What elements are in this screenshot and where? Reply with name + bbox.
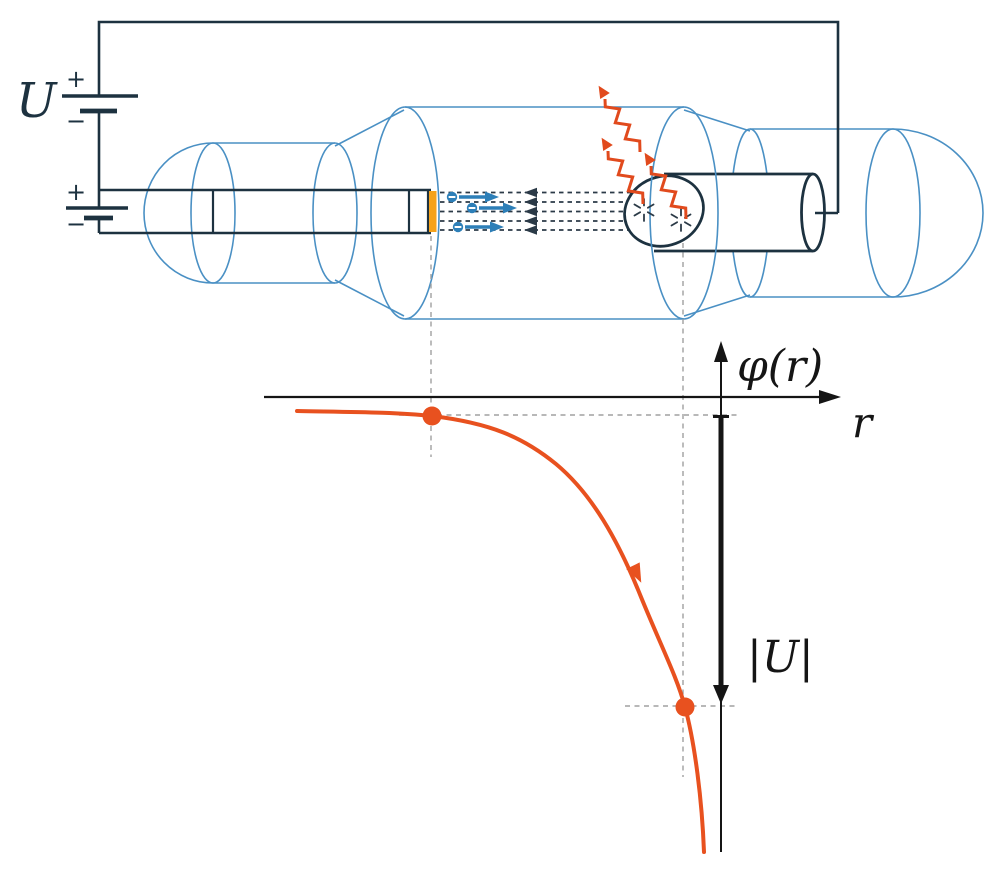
circuit-wire-top-loop (97, 20, 840, 213)
electron (466, 202, 517, 214)
curve-direction-arrowhead-icon (626, 562, 642, 583)
envelope-ellipse (865, 128, 921, 298)
potential-point-anode (675, 697, 695, 717)
potential-curve (295, 409, 706, 854)
electron (446, 191, 499, 203)
envelope-barrel (405, 106, 684, 320)
hv-battery-plus-sign: + (66, 65, 86, 93)
phi-axis-label: φ(r) (737, 341, 823, 392)
envelope-left-cone (334, 109, 405, 317)
field-arrowhead-left-icon (524, 206, 537, 217)
electron-minus-icon (454, 226, 462, 228)
electron (452, 221, 504, 233)
field-arrowhead-left-icon (524, 187, 537, 198)
cathode-emitting-surface (429, 191, 437, 232)
voltage-drop-label: |U| (747, 632, 814, 683)
voltage-drop-arrowhead-icon (713, 685, 729, 704)
cathode-assembly (99, 188, 437, 235)
envelope-left-neck (213, 142, 335, 284)
envelope-right-dome (892, 128, 984, 298)
circuit: + − + − U (16, 20, 840, 238)
electrons (446, 191, 517, 233)
voltage-source-label: U (16, 73, 58, 129)
anode-body (654, 172, 813, 253)
vacuum-tube-envelope (143, 106, 984, 320)
filament-battery-minus-sign: − (66, 210, 86, 238)
projection-lines (399, 236, 737, 777)
electron-minus-icon (448, 196, 456, 198)
hv-battery-minus-sign: − (66, 107, 86, 135)
r-axis-arrowhead-icon (819, 390, 841, 404)
anode (623, 106, 838, 320)
electron-minus-icon (468, 207, 476, 209)
field-arrowhead-left-icon (524, 225, 537, 235)
hv-battery: + − (62, 65, 138, 135)
filament-battery: + − (66, 178, 128, 238)
potential-point-cathode (422, 406, 442, 426)
field-lines (440, 187, 635, 235)
cathode-divider (211, 190, 430, 233)
field-arrowhead-left-icon (524, 197, 537, 207)
phi-axis-arrowhead-icon (714, 341, 728, 362)
envelope-right-neck (750, 128, 893, 298)
filament-battery-plus-sign: + (66, 178, 86, 206)
envelope-ellipse (312, 142, 358, 284)
field-arrowhead-left-icon (524, 216, 537, 226)
r-axis-label: r (852, 398, 875, 447)
potential-graph: φ(r) r |U| (264, 341, 875, 854)
envelope-left-dome (143, 142, 214, 284)
